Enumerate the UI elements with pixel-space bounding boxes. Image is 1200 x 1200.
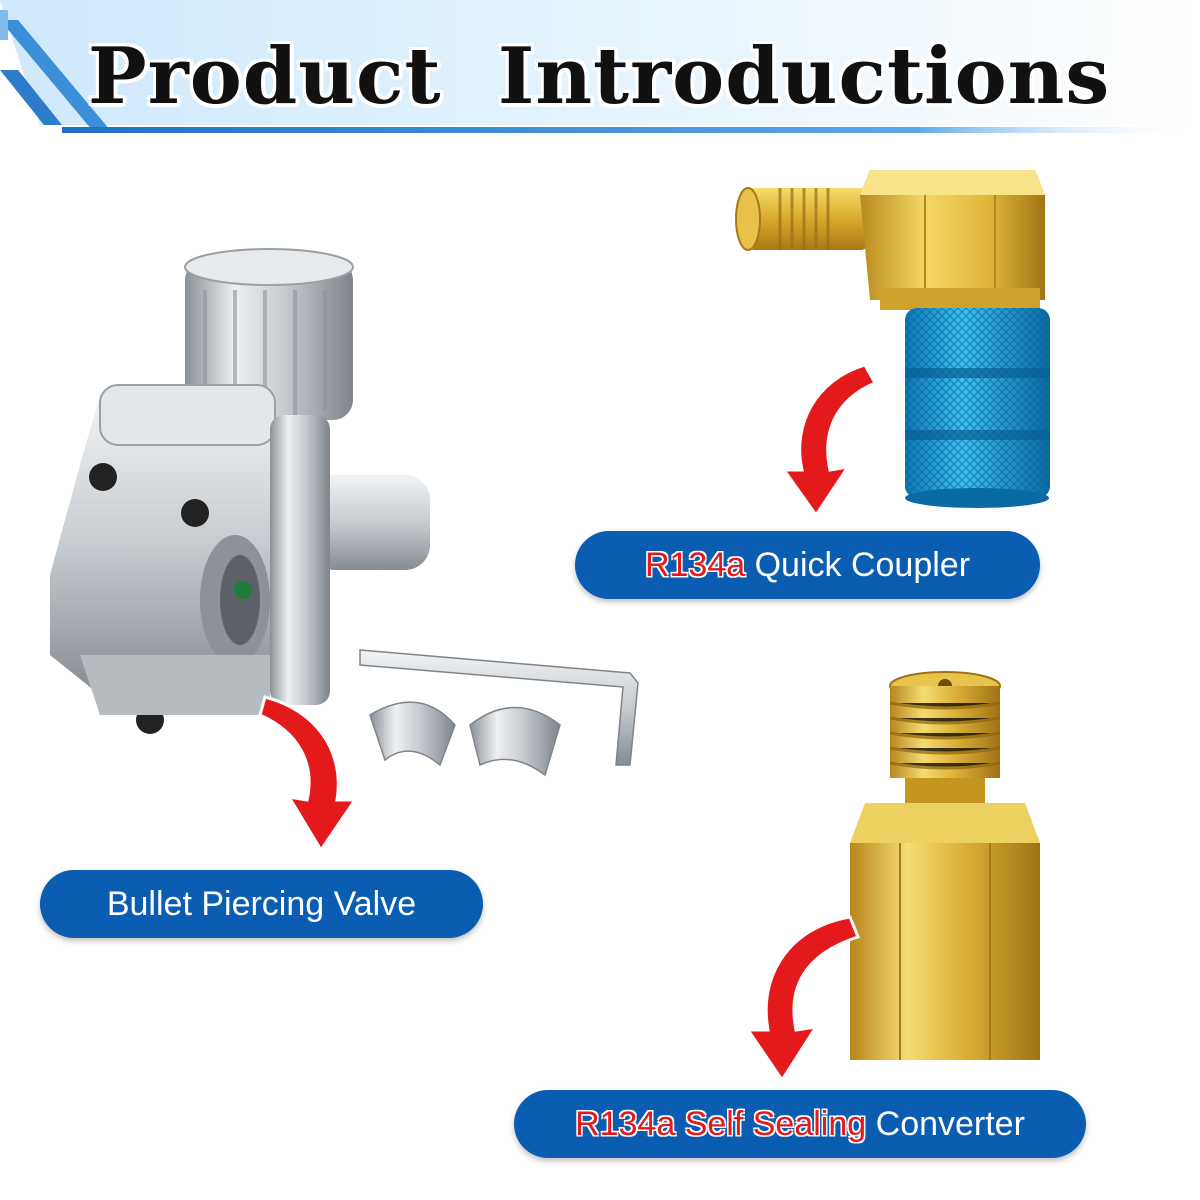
converter-name-label: Converter — [866, 1105, 1025, 1143]
down-arrow-icon — [745, 915, 860, 1083]
bullet-piercing-valve-label: Bullet Piercing Valve — [40, 870, 483, 938]
quick-coupler-image — [735, 170, 1050, 508]
self-sealing-converter-image — [850, 671, 1040, 1060]
converter-sealing-label: Self Sealing — [684, 1105, 867, 1143]
header-banner: Product Introductions — [0, 0, 1200, 150]
page-title: Product Introductions — [88, 31, 1111, 122]
converter-refrigerant-label: R134a — [575, 1105, 676, 1143]
coupler-refrigerant-label: R134a — [644, 546, 746, 584]
quick-coupler-label: R134a Quick Coupler — [575, 531, 1040, 599]
header-background — [0, 0, 1200, 133]
coupler-name-label: Quick Coupler — [745, 546, 971, 584]
bullet-piercing-valve-image — [50, 248, 639, 777]
down-arrow-icon — [781, 363, 878, 518]
valve-name-label: Bullet Piercing Valve — [106, 885, 417, 923]
self-sealing-converter-label: R134a Self Sealing Converter — [514, 1090, 1086, 1158]
down-arrow-icon — [258, 695, 358, 853]
